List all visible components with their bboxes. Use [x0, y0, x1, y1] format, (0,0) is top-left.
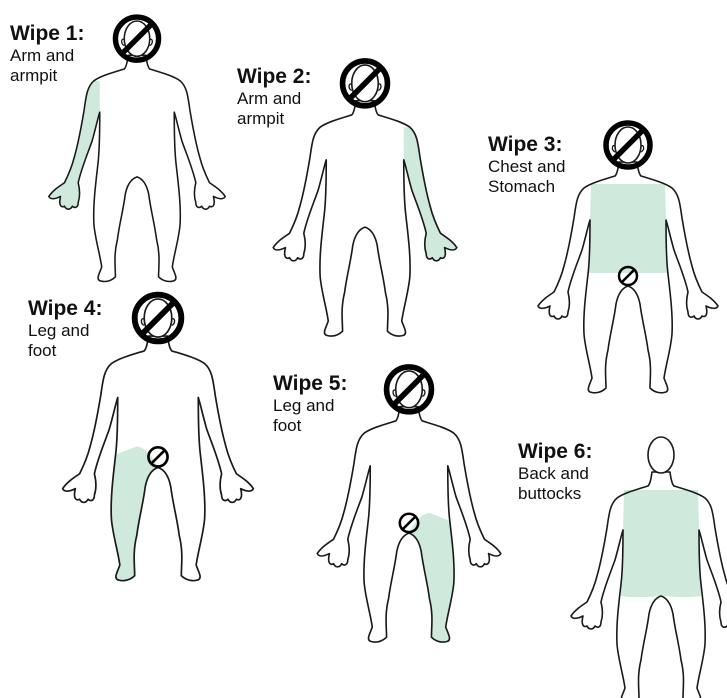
wipe-6-label: Wipe 6: Back and buttocks — [518, 440, 592, 503]
wipe-2-desc: Arm and armpit — [237, 89, 311, 128]
wipe-1-label: Wipe 1: Arm and armpit — [10, 22, 84, 85]
wipe-4-title: Wipe 4: — [28, 297, 102, 321]
head-back — [648, 437, 674, 473]
wipe-2-title: Wipe 2: — [237, 65, 311, 89]
back-highlight — [621, 490, 701, 597]
wipe-3-label: Wipe 3: Chest and Stomach — [488, 133, 566, 196]
wipe-6-figure — [571, 437, 727, 698]
wipe-3-desc: Chest and Stomach — [488, 157, 566, 196]
wipe-2-label: Wipe 2: Arm and armpit — [237, 65, 311, 128]
right-arm-highlight — [404, 127, 457, 261]
wipe-5-label: Wipe 5: Leg and foot — [273, 372, 347, 435]
wipe-5-title: Wipe 5: — [273, 372, 347, 396]
torso-highlight — [589, 184, 667, 273]
wipe-3-title: Wipe 3: — [488, 133, 566, 157]
wipe-6-title: Wipe 6: — [518, 440, 592, 464]
wipe-4-label: Wipe 4: Leg and foot — [28, 297, 102, 360]
wipe-5-desc: Leg and foot — [273, 396, 347, 435]
wipe-4-desc: Leg and foot — [28, 321, 102, 360]
wipe-1-title: Wipe 1: — [10, 22, 84, 46]
wipe-6-desc: Back and buttocks — [518, 464, 592, 503]
wipe-1-desc: Arm and armpit — [10, 46, 84, 85]
left-arm-highlight — [49, 81, 100, 209]
